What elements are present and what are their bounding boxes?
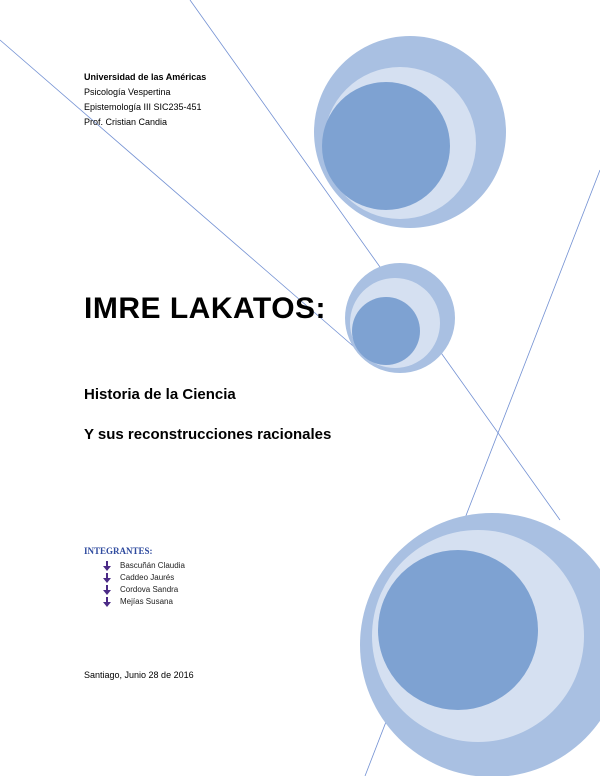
arrow-down-bullet-icon (103, 585, 111, 595)
program-name: Psicología Vespertina (84, 87, 171, 97)
member-name: Mejías Susana (120, 597, 173, 606)
decorative-line (0, 39, 361, 353)
university-name: Universidad de las Américas (84, 72, 207, 82)
course-name: Epistemología III SIC235-451 (84, 102, 202, 112)
decorative-circle-large-bottom (360, 513, 600, 776)
decorative-circle-small-middle (345, 263, 455, 373)
members-section: INTEGRANTES: Bascuñán Claudia Caddeo Jau… (84, 546, 185, 608)
arrow-down-bullet-icon (103, 597, 111, 607)
members-list: Bascuñán Claudia Caddeo Jaurés Cordova S… (102, 560, 185, 608)
member-item: Mejías Susana (102, 596, 185, 608)
member-name: Cordova Sandra (120, 585, 179, 594)
subtitle-line-1: Historia de la Ciencia (84, 386, 236, 403)
member-item: Caddeo Jaurés (102, 572, 185, 584)
header-info: Universidad de las Américas Psicología V… (84, 70, 206, 130)
members-label: INTEGRANTES: (84, 546, 153, 556)
decorative-circle-large-top (314, 36, 506, 228)
member-name: Caddeo Jaurés (120, 573, 175, 582)
arrow-down-bullet-icon (103, 561, 111, 571)
arrow-down-bullet-icon (103, 573, 111, 583)
member-item: Cordova Sandra (102, 584, 185, 596)
subtitle-line-2: Y sus reconstrucciones racionales (84, 426, 332, 443)
member-name: Bascuñán Claudia (120, 561, 185, 570)
decorative-line (189, 0, 561, 521)
document-title: IMRE LAKATOS: (84, 292, 327, 325)
professor-name: Prof. Cristian Candia (84, 117, 168, 127)
document-date: Santiago, Junio 28 de 2016 (84, 670, 194, 680)
member-item: Bascuñán Claudia (102, 560, 185, 572)
